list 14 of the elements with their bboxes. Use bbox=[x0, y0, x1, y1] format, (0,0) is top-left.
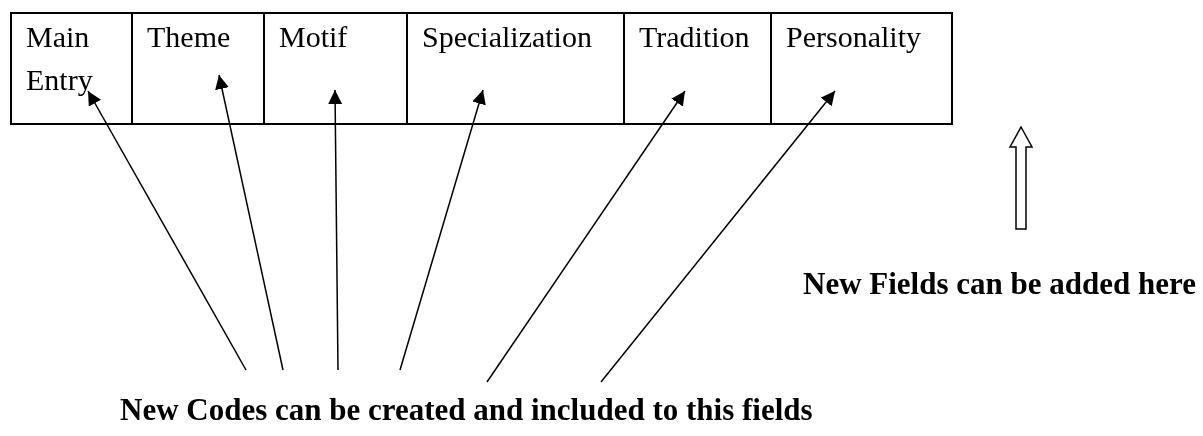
table-cell: Tradition bbox=[625, 12, 772, 125]
arrow bbox=[328, 89, 343, 371]
table-cell: Main Entry bbox=[10, 12, 133, 125]
arrow bbox=[87, 90, 247, 371]
arrow bbox=[399, 89, 486, 371]
arrow bbox=[215, 74, 284, 371]
table-cell: Theme bbox=[133, 12, 265, 125]
table-cell: Motif bbox=[265, 12, 408, 125]
table-cell: Specialization bbox=[408, 12, 625, 125]
note-text: New Codes can be created and included to this fields bbox=[120, 392, 813, 428]
arrow bbox=[486, 90, 686, 383]
note-text: New Fields can be added here bbox=[803, 266, 1196, 302]
arrow bbox=[600, 90, 836, 383]
table-cell: Personality bbox=[772, 12, 953, 125]
